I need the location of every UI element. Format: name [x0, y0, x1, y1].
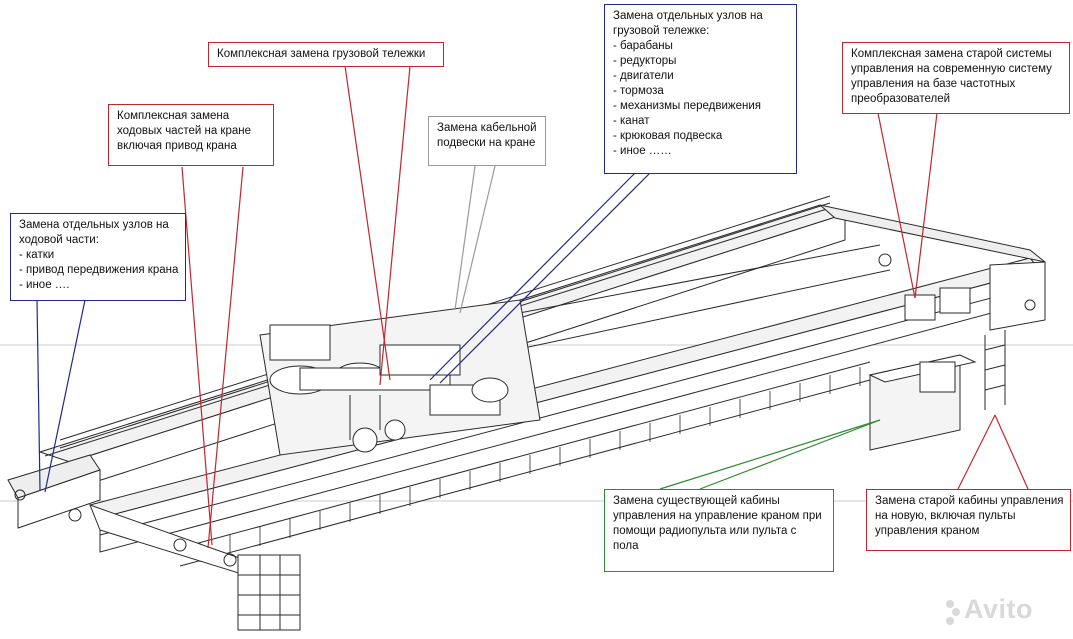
callout-line: - двигатели: [613, 70, 674, 82]
callout-line: - канат: [613, 115, 650, 127]
callout-line: - тормоза: [613, 85, 664, 97]
callout-line: на новую, включая пульты: [875, 510, 1016, 522]
callout-line: Комплексная замена грузовой тележки: [217, 48, 426, 60]
callout-line: Комплексная замена: [117, 110, 230, 122]
callout-line: включая привод крана: [117, 140, 237, 152]
callout-line: Замена существующей кабины: [613, 495, 780, 507]
callout-line: - катки: [19, 249, 55, 261]
callout-line: - иное ….: [19, 279, 70, 291]
left-ladder-tower: [237, 554, 301, 631]
callout-line: Замена старой кабины управления: [875, 495, 1064, 507]
callout-running-parts-replacement: Замена отдельных узлов на ходовой части:…: [10, 213, 186, 301]
callout-line: управления на базе частотных: [851, 78, 1016, 90]
callout-trolley-full-replacement: Комплексная замена грузовой тележки: [208, 42, 444, 67]
callout-line: - иное ……: [613, 145, 672, 157]
callout-control-system-replacement: Комплексная замена старой системы управл…: [842, 42, 1070, 114]
callout-line: помощи радиопульта или пульта с: [613, 525, 797, 537]
callout-line: грузовой тележке:: [613, 25, 710, 37]
callout-line: Замена отдельных узлов на: [613, 10, 763, 22]
callout-line: - редукторы: [613, 55, 677, 67]
right-end-carriage: [819, 204, 1046, 263]
callout-line: Комплексная замена старой системы: [851, 48, 1052, 60]
callout-line: - крюковая подвеска: [613, 130, 723, 142]
callout-line: Замена отдельных узлов на: [19, 219, 169, 231]
operator-cabin: [868, 354, 977, 451]
callout-line: управления на управление краном при: [613, 510, 822, 522]
callout-line: управления на современную систему: [851, 63, 1052, 75]
callout-line: - барабаны: [613, 40, 673, 52]
callout-cable-suspension: Замена кабельной подвески на кране: [428, 116, 546, 166]
leader-lines: [36, 65, 1029, 549]
callout-trolley-parts-replacement: Замена отдельных узлов на грузовой тележ…: [604, 4, 797, 174]
callout-line: пола: [613, 540, 639, 552]
callout-line: ходовой части:: [19, 234, 99, 246]
callout-new-cabin: Замена старой кабины управления на новую…: [866, 489, 1071, 551]
callout-line: ходовых частей на кране: [117, 125, 251, 137]
callout-line: подвески на кране: [437, 137, 536, 149]
callout-line: Замена кабельной: [437, 122, 537, 134]
avito-watermark: Avito: [964, 594, 1033, 624]
callout-line: преобразователей: [851, 93, 951, 105]
callout-cabin-to-radio-control: Замена существующей кабины управления на…: [604, 489, 834, 572]
callout-line: управления краном: [875, 525, 980, 537]
right-ladder: [984, 330, 1006, 410]
callout-line: - механизмы передвижения: [613, 100, 762, 112]
callout-running-gear-full-replacement: Комплексная замена ходовых частей на кра…: [108, 104, 274, 166]
trolley: [259, 299, 541, 456]
callout-line: - привод передвижения крана: [19, 264, 179, 276]
avito-logo-icon: [946, 600, 960, 625]
